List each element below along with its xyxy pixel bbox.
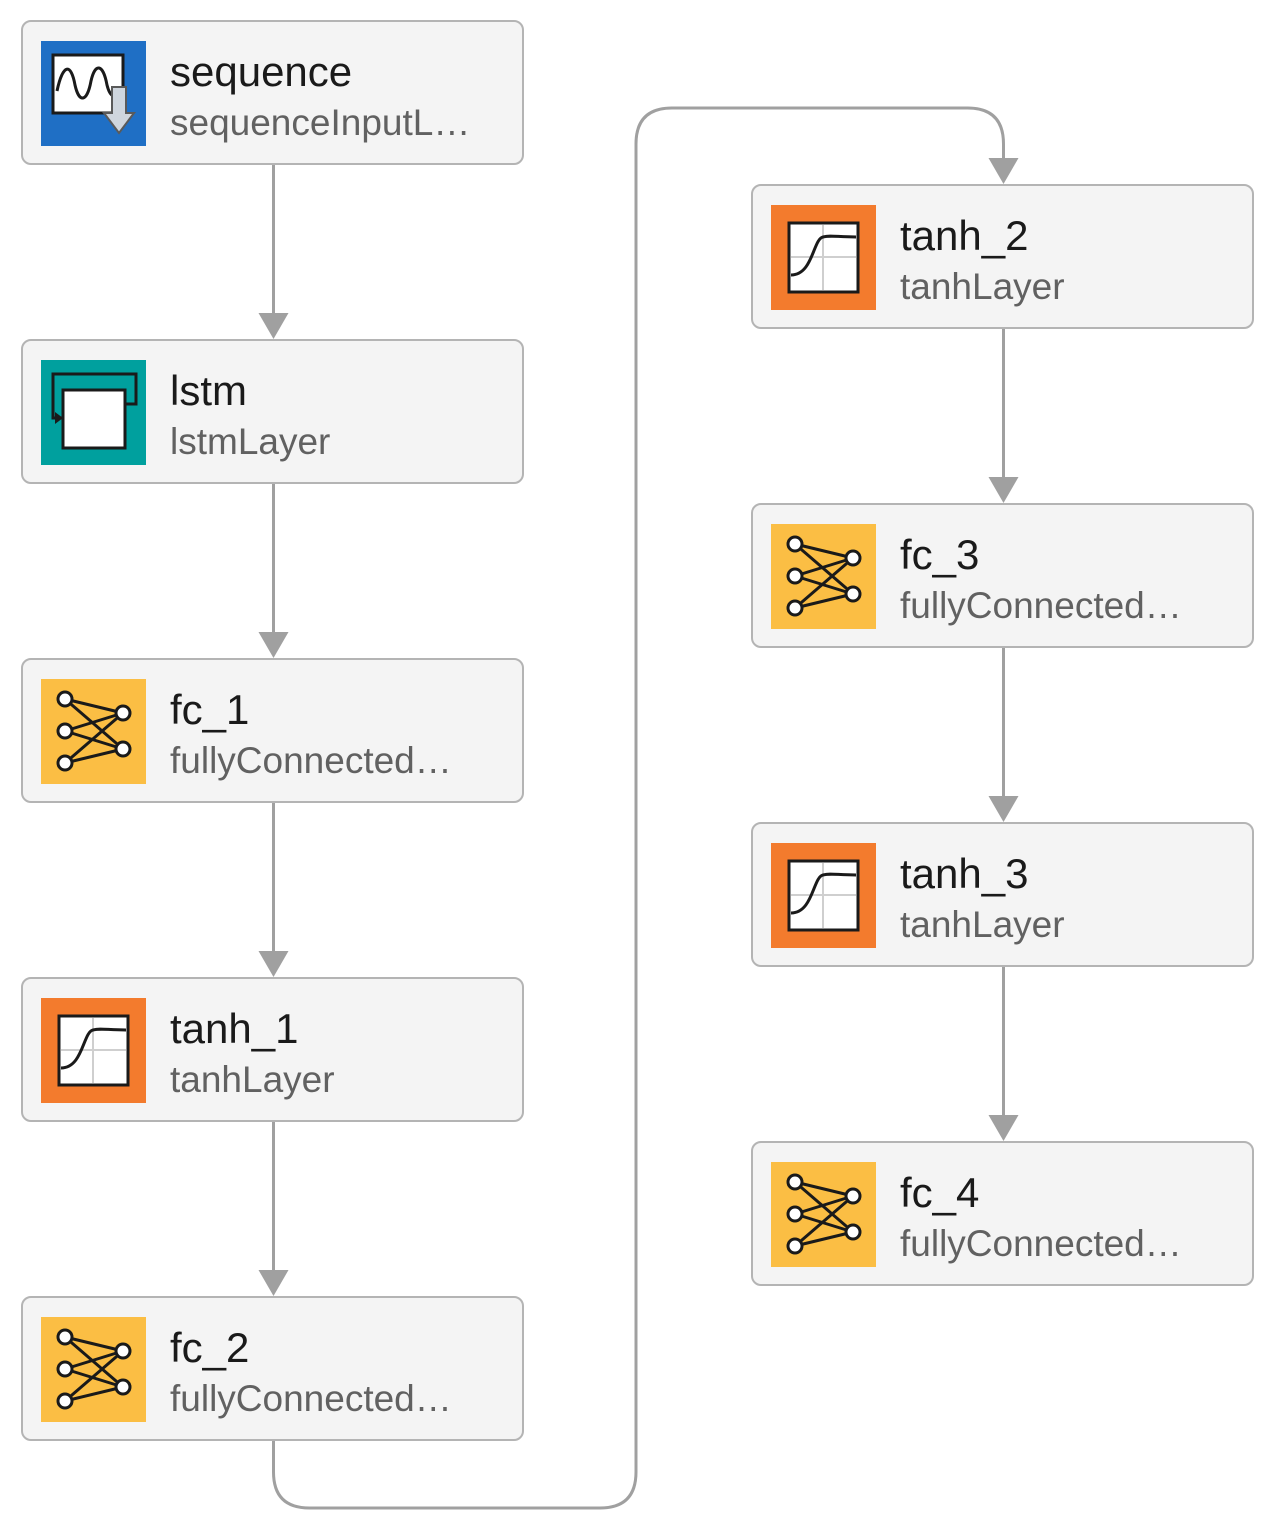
layer-node-tanh-3[interactable]: tanh_3 tanhLayer	[751, 822, 1254, 967]
layer-name: fc_4	[900, 1169, 980, 1216]
layer-node-tanh-2[interactable]: tanh_2 tanhLayer	[751, 184, 1254, 329]
tanh-icon	[41, 998, 146, 1103]
layer-type: tanhLayer	[170, 1059, 335, 1100]
arrow-head	[988, 1115, 1019, 1141]
layer-name: lstm	[170, 367, 247, 414]
layer-type: fullyConnected…	[900, 1223, 1182, 1264]
layer-name: fc_3	[900, 531, 980, 578]
fully-connected-icon	[771, 524, 876, 629]
layer-node-lstm[interactable]: lstm lstmLayer	[21, 339, 524, 484]
arrow-head	[988, 158, 1019, 184]
lstm-icon	[41, 360, 146, 465]
layer-type: fullyConnected…	[900, 585, 1182, 626]
layer-name: tanh_2	[900, 212, 1029, 259]
arrow-head	[258, 951, 289, 977]
layer-name: tanh_3	[900, 850, 1029, 897]
connector-line	[272, 106, 1005, 1510]
layer-type: tanhLayer	[900, 266, 1065, 307]
fully-connected-icon	[41, 1317, 146, 1422]
layer-name: fc_1	[170, 686, 250, 733]
fully-connected-icon	[771, 1162, 876, 1267]
layer-name: sequence	[170, 48, 353, 95]
layer-node-tanh-1[interactable]: tanh_1 tanhLayer	[21, 977, 524, 1122]
layer-node-fc-4[interactable]: fc_4 fullyConnected…	[751, 1141, 1254, 1286]
tanh-icon	[771, 843, 876, 948]
layer-node-fc-2[interactable]: fc_2 fullyConnected…	[21, 1296, 524, 1441]
arrow-head	[988, 796, 1019, 822]
arrow-head	[258, 1270, 289, 1296]
layer-node-fc-3[interactable]: fc_3 fullyConnected…	[751, 503, 1254, 648]
layer-type: fullyConnected…	[170, 740, 452, 781]
layer-name: tanh_1	[170, 1005, 299, 1052]
layer-type: lstmLayer	[170, 421, 331, 462]
arrow-head	[258, 632, 289, 658]
layer-type: fullyConnected…	[170, 1378, 452, 1419]
tanh-icon	[771, 205, 876, 310]
arrow-head	[258, 313, 289, 339]
layer-node-fc-1[interactable]: fc_1 fullyConnected…	[21, 658, 524, 803]
arrow-head	[988, 477, 1019, 503]
layer-name: fc_2	[170, 1324, 250, 1371]
layer-type: tanhLayer	[900, 904, 1065, 945]
sequence-input-icon	[41, 41, 146, 146]
fully-connected-icon	[41, 679, 146, 784]
layer-node-sequence[interactable]: sequence sequenceInputL…	[21, 20, 524, 165]
layer-type: sequenceInputL…	[170, 102, 471, 143]
